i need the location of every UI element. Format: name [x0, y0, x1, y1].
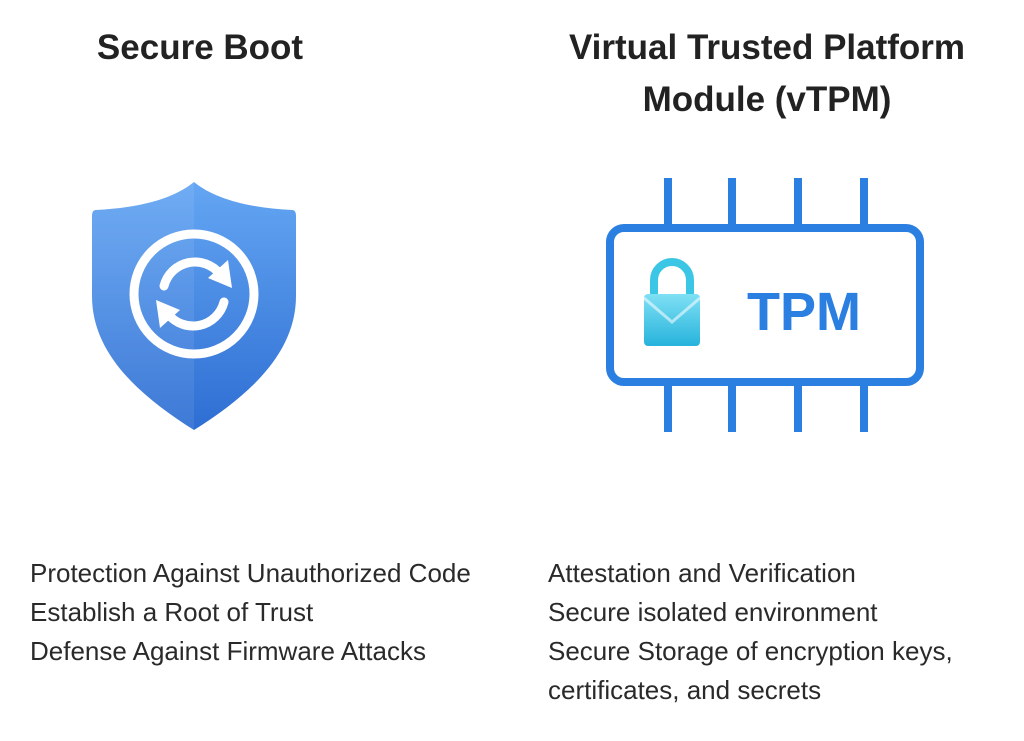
shield-refresh-icon — [88, 178, 300, 434]
vtpm-title: Virtual Trusted Platform Module (vTPM) — [510, 22, 1024, 126]
tpm-chip-icon: TPM — [606, 176, 926, 434]
vtpm-feature-list: Attestation and Verification Secure isol… — [548, 554, 1024, 710]
feature-item: Defense Against Firmware Attacks — [30, 636, 426, 666]
vtpm-title-line-1: Virtual Trusted Platform — [568, 28, 966, 67]
secure-boot-feature-list: Protection Against Unauthorized Code Est… — [30, 554, 490, 671]
feature-item: Attestation and Verification — [548, 558, 856, 588]
feature-item: Secure isolated environment — [548, 597, 878, 627]
feature-item: Secure Storage of encryption keys, certi… — [548, 636, 953, 705]
feature-item: Protection Against Unauthorized Code — [30, 558, 471, 588]
tpm-chip-label: TPM — [747, 282, 861, 342]
feature-item: Establish a Root of Trust — [30, 597, 314, 627]
secure-boot-title: Secure Boot — [96, 28, 304, 67]
vtpm-title-line-2: Module (vTPM) — [642, 80, 892, 119]
